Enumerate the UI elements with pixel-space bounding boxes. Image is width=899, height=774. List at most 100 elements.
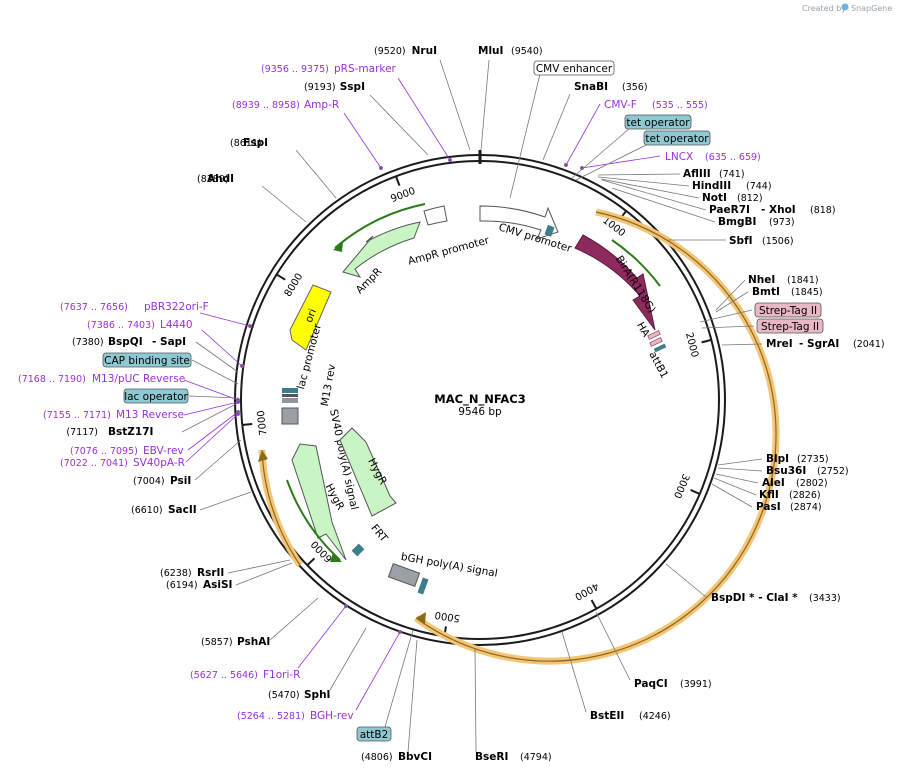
plasmid-length: 9546 bp <box>458 406 502 418</box>
ori-arrow <box>289 284 332 351</box>
enzyme-position: (8389) <box>197 174 229 185</box>
strep-tag-1-box <box>754 302 822 318</box>
tick-label: 3000 <box>671 472 691 500</box>
enzyme-position: (1506) <box>762 236 794 247</box>
leader-line <box>600 178 700 199</box>
lac-promoter-mark <box>282 398 298 403</box>
leader-line <box>713 477 757 496</box>
attB2-label: attB2 <box>360 729 389 741</box>
leader-line <box>407 639 418 753</box>
enzyme-position: (2874) <box>790 502 822 513</box>
tick-mark <box>242 423 253 427</box>
m13-rev-mark <box>282 394 298 397</box>
frt-label: FRT <box>368 522 390 545</box>
enzyme-label: BlpI <box>766 453 789 465</box>
leader-line <box>595 611 631 681</box>
enzyme-label: PasI <box>756 501 781 513</box>
enzyme-label: KflI <box>759 489 779 501</box>
enzyme-position: (744) <box>746 181 772 192</box>
enzyme-position: (812) <box>737 193 763 204</box>
leader-line <box>183 379 239 401</box>
enzyme-label: PsiI <box>170 475 191 487</box>
watermark-prefix: Created by <box>802 4 846 13</box>
strep-tag-2-box <box>756 318 824 334</box>
leader-line <box>575 143 649 181</box>
cmv-promoter-arrow <box>479 205 559 240</box>
leader-line <box>295 149 337 199</box>
ampr-direction-arrowhead <box>333 242 343 252</box>
enzyme-label: BmtI <box>752 286 780 298</box>
tick-mark <box>590 599 598 610</box>
primer-label: M13 Reverse <box>116 409 184 421</box>
hygr-direction-arrowhead <box>330 553 342 562</box>
enzyme-position: (741) <box>719 169 745 180</box>
label-group: NruI(9520)MluI(9540)SspI(9193)SnaBI(356)… <box>18 45 885 763</box>
primer-position: (7022 .. 7041) <box>60 458 128 469</box>
primer-position: (7168 .. 7190) <box>18 374 86 385</box>
leader-line <box>199 491 252 511</box>
primer-site-mark <box>397 630 402 635</box>
leader-line <box>439 59 471 151</box>
primer-position: (7637 .. 7656) <box>60 302 128 313</box>
enzyme-position: (5857) <box>201 637 233 648</box>
primer-label: pBR322ori-F <box>144 301 209 313</box>
primer-site-mark <box>564 162 569 167</box>
tick-mark <box>306 557 316 566</box>
attb1-label: attB1 <box>646 350 670 381</box>
enzyme-position: (9193) <box>304 82 336 93</box>
enzyme-label: - SgrAI <box>799 338 839 350</box>
frt-mark <box>351 543 365 557</box>
primer-position: (535 .. 555) <box>652 100 708 111</box>
primer-site-mark <box>447 157 452 162</box>
enzyme-label: BbvCI <box>398 751 432 763</box>
enzyme-label: FspI <box>243 137 268 149</box>
bira-direction-line <box>611 239 661 287</box>
enzyme-label: MreI <box>766 338 793 350</box>
tick-label: 7000 <box>256 410 270 436</box>
ori-label: ori <box>303 307 319 324</box>
orange-orf-arc-line <box>415 211 777 662</box>
tick-mark <box>701 338 712 344</box>
primer-label: EBV-rev <box>143 445 184 457</box>
primer-site-mark <box>239 363 244 368</box>
leader-line <box>329 627 367 691</box>
leader-line <box>561 631 587 713</box>
sv40-polya-box <box>281 407 299 425</box>
leader-line <box>235 562 293 586</box>
enzyme-position: (7004) <box>133 476 165 487</box>
enzyme-label: BspDI * - ClaI * <box>711 592 798 604</box>
enzyme-label: SphI <box>304 689 330 701</box>
primer-label: Amp-R <box>304 99 339 111</box>
enzyme-label: AleI <box>762 477 785 489</box>
orange-orf-arrowhead <box>416 612 426 624</box>
tick-label: 8000 <box>283 271 306 298</box>
lac-operator-mark <box>282 388 298 393</box>
primer-site-mark <box>343 604 348 609</box>
leader-line <box>384 629 414 728</box>
ampr-arrow <box>342 221 421 278</box>
plasmid-name: MAC_N_NFAC3 <box>434 392 525 407</box>
enzyme-label: Bsu36I <box>766 465 806 477</box>
leader-line <box>297 605 347 669</box>
cap-binding-site-box <box>102 352 192 368</box>
enzyme-label: BseRI <box>475 751 508 763</box>
leader-line <box>701 325 755 329</box>
m13-rev-label: M13 rev <box>319 363 338 407</box>
enzyme-label: MluI <box>478 45 503 57</box>
tet-operator-2-label: tet operator <box>645 133 709 145</box>
leader-line <box>611 187 716 223</box>
tick-label: 4000 <box>573 580 601 602</box>
primer-label: F1ori-R <box>263 669 300 681</box>
primer-label: pRS-marker <box>334 63 397 75</box>
ampr-label: AmpR <box>354 266 385 297</box>
enzyme-label: NruI <box>412 45 437 57</box>
leader-line <box>269 597 319 641</box>
attB2-box <box>356 726 392 742</box>
ampr-promoter-label: AmpR promoter <box>407 234 491 267</box>
leader-line <box>597 176 690 187</box>
enzyme-position: (6610) <box>131 505 163 516</box>
primer-label: SV40pA-R <box>133 457 185 469</box>
primer-site-mark <box>235 399 240 404</box>
leader-line <box>397 77 451 161</box>
